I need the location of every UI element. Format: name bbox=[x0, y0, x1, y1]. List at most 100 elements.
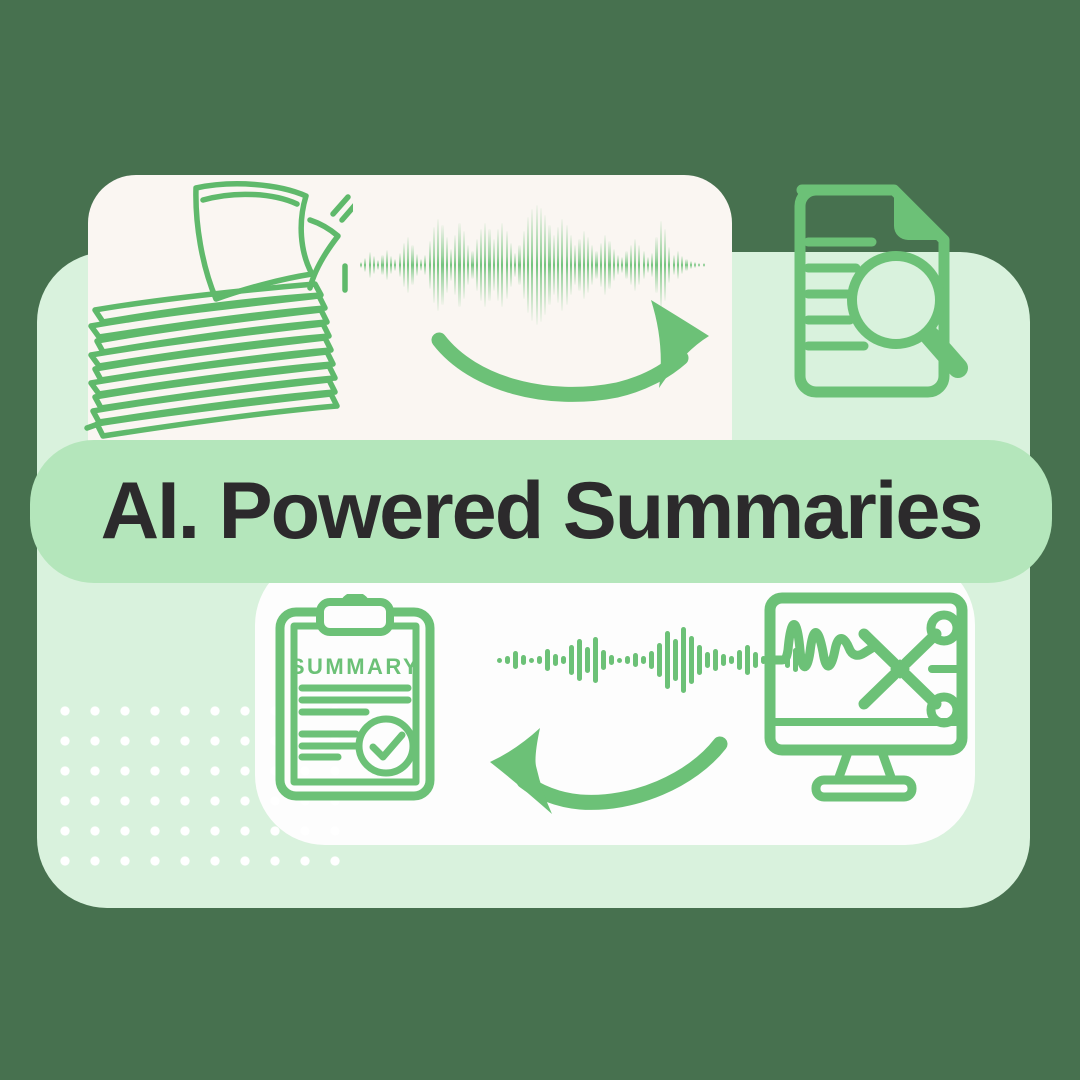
waveform-bar bbox=[420, 259, 422, 271]
waveform-bar bbox=[665, 631, 670, 689]
waveform-bar bbox=[591, 245, 593, 285]
waveform-bar bbox=[685, 259, 687, 271]
waveform-bar bbox=[677, 251, 679, 279]
waveform-bar bbox=[651, 253, 653, 277]
waveform-bar bbox=[585, 647, 590, 673]
waveform-bar bbox=[373, 256, 375, 274]
waveform-bar bbox=[664, 229, 666, 301]
waveform-bar bbox=[609, 655, 614, 665]
waveform-bar bbox=[446, 237, 448, 293]
clipboard-label: SUMMARY bbox=[290, 654, 420, 679]
waveform-bar bbox=[593, 637, 598, 683]
waveform-bar bbox=[641, 656, 646, 664]
waveform-bar bbox=[369, 252, 371, 278]
waveform-bar bbox=[694, 262, 696, 268]
waveform-bar bbox=[403, 243, 405, 287]
waveform-bar bbox=[521, 655, 526, 665]
waveform-bar bbox=[721, 654, 726, 666]
waveform-bar bbox=[649, 651, 654, 669]
waveform-bar bbox=[510, 243, 512, 287]
waveform-bar bbox=[673, 255, 675, 275]
waveform-bar bbox=[416, 254, 418, 276]
waveform-bar bbox=[634, 239, 636, 291]
waveform-bar bbox=[595, 251, 597, 279]
waveform-bar bbox=[545, 649, 550, 671]
summary-clipboard-icon: SUMMARY bbox=[270, 594, 440, 806]
waveform-bar bbox=[737, 650, 742, 670]
waveform-bar bbox=[613, 249, 615, 281]
waveform-bar bbox=[553, 654, 558, 666]
waveform-bar bbox=[514, 253, 516, 277]
waveform-bar bbox=[493, 239, 495, 291]
waveform-bar bbox=[377, 260, 379, 270]
waveform-bar bbox=[630, 245, 632, 285]
waveform-bar bbox=[643, 251, 645, 279]
waveform-bar bbox=[753, 652, 758, 668]
waveform-bar bbox=[381, 255, 383, 275]
waveform-bar bbox=[587, 237, 589, 293]
waveform-bar bbox=[390, 256, 392, 274]
waveform-bar bbox=[705, 652, 710, 668]
waveform-bar bbox=[625, 656, 630, 664]
waveform-bar bbox=[360, 262, 362, 268]
waveform-bar bbox=[578, 239, 580, 291]
waveform-bar bbox=[617, 255, 619, 275]
waveform-bar bbox=[569, 645, 574, 675]
audio-waveform-bottom-icon bbox=[497, 625, 803, 695]
waveform-bar bbox=[647, 257, 649, 273]
waveform-bar bbox=[681, 627, 686, 693]
waveform-bar bbox=[681, 256, 683, 274]
waveform-bar bbox=[600, 243, 602, 287]
waveform-bar bbox=[673, 639, 678, 681]
waveform-bar bbox=[604, 235, 606, 295]
waveform-bar bbox=[386, 250, 388, 280]
waveform-bar bbox=[537, 656, 542, 664]
waveform-bar bbox=[697, 645, 702, 675]
waveform-bar bbox=[411, 245, 413, 285]
title-banner: AI. Powered Summaries bbox=[30, 440, 1052, 583]
waveform-bar bbox=[429, 241, 431, 289]
waveform-bar bbox=[518, 245, 520, 285]
waveform-bar bbox=[655, 237, 657, 293]
waveform-bar bbox=[364, 258, 366, 272]
waveform-bar bbox=[713, 649, 718, 671]
waveform-bar bbox=[467, 245, 469, 285]
monitor-scissors-icon bbox=[760, 590, 972, 802]
waveform-bar bbox=[394, 259, 396, 271]
waveform-bar bbox=[424, 255, 426, 275]
waveform-bar bbox=[488, 229, 490, 301]
waveform-bar bbox=[497, 229, 499, 301]
waveform-bar bbox=[480, 229, 482, 301]
waveform-bar bbox=[463, 231, 465, 299]
waveform-bar bbox=[450, 249, 452, 281]
waveform-bar bbox=[703, 263, 705, 267]
waveform-bar bbox=[505, 656, 510, 664]
waveform-bar bbox=[513, 651, 518, 669]
waveform-bar bbox=[529, 658, 534, 663]
waveform-bar bbox=[621, 257, 623, 273]
arrow-right-icon bbox=[425, 292, 720, 422]
waveform-bar bbox=[577, 639, 582, 681]
waveform-bar bbox=[729, 656, 734, 664]
arrow-left-icon bbox=[482, 718, 732, 828]
waveform-bar bbox=[399, 253, 401, 277]
waveform-bar bbox=[574, 245, 576, 285]
waveform-bar bbox=[553, 235, 555, 295]
waveform-bar bbox=[625, 251, 627, 279]
waveform-bar bbox=[689, 636, 694, 684]
waveform-bar bbox=[454, 235, 456, 295]
waveform-bar bbox=[633, 653, 638, 667]
waveform-bar bbox=[617, 658, 622, 663]
document-search-icon bbox=[772, 180, 982, 398]
waveform-bar bbox=[497, 658, 502, 663]
waveform-bar bbox=[523, 231, 525, 299]
waveform-bar bbox=[745, 645, 750, 675]
waveform-bar bbox=[476, 239, 478, 291]
waveform-bar bbox=[583, 231, 585, 299]
waveform-bar bbox=[638, 245, 640, 285]
waveform-bar bbox=[698, 263, 700, 267]
waveform-bar bbox=[561, 656, 566, 664]
waveform-bar bbox=[601, 650, 606, 670]
waveform-bar bbox=[657, 643, 662, 677]
